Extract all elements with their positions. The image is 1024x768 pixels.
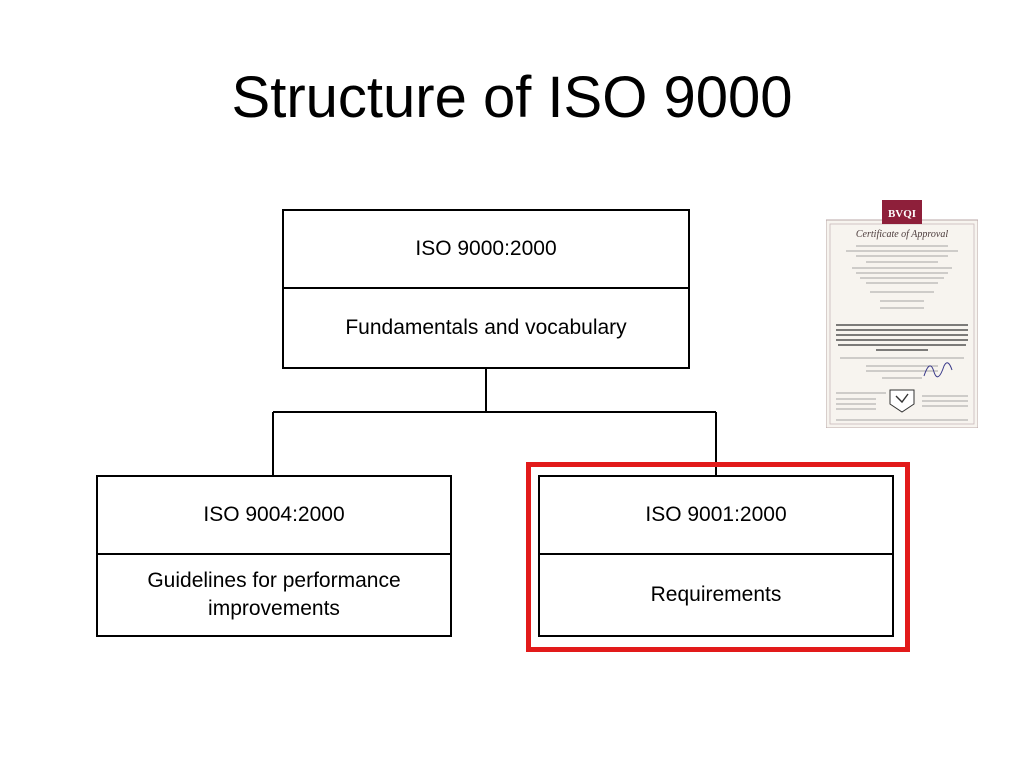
signature-icon [923,362,953,378]
certificate-heading: Certificate of Approval [856,229,948,240]
iso-9004-box: ISO 9004:2000 Guidelines for performance… [96,475,452,637]
iso-9001-description: Requirements [650,583,782,606]
iso-9004-description: Guidelines for performance improvements [147,569,401,620]
iso-9001-highlight [526,462,910,652]
iso-9000-title: ISO 9000:2000 [284,211,688,289]
iso-9000-box: ISO 9000:2000 Fundamentals and vocabular… [282,209,690,369]
certificate-image: BVQI Certificate of Approval [826,200,978,428]
iso-9004-title: ISO 9004:2000 [98,477,450,555]
iso-9000-description: Fundamentals and vocabulary [345,316,627,339]
bvqi-logo-text: BVQI [888,208,916,220]
iso-9001-title: ISO 9001:2000 [540,477,892,555]
slide-title: Structure of ISO 9000 [231,65,793,130]
iso-9001-box: ISO 9001:2000 Requirements [538,475,894,637]
bvqi-logo-icon [882,200,922,224]
